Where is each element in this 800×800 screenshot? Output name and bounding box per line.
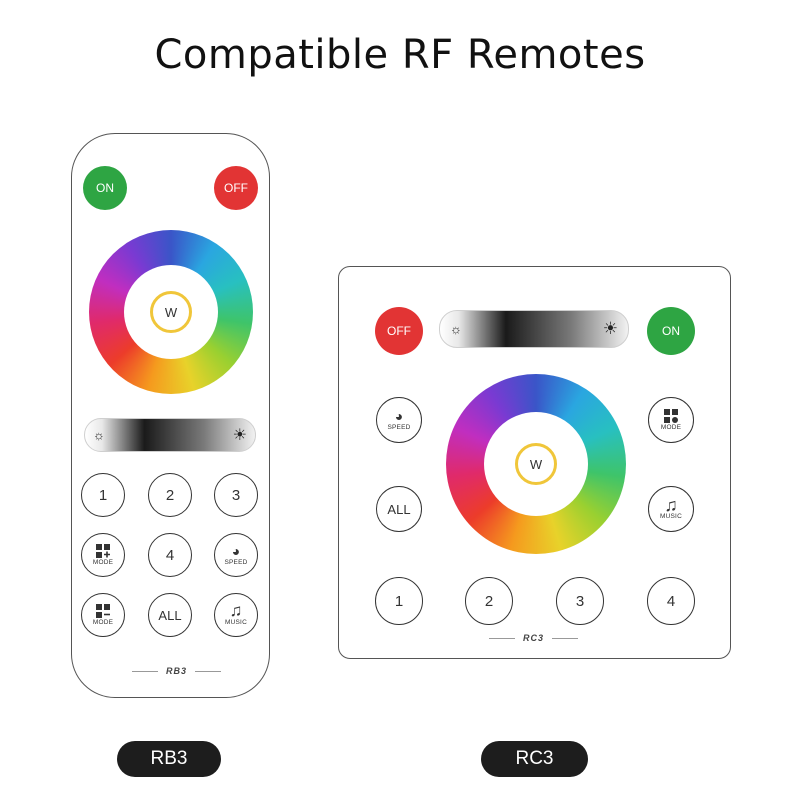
rc3-brightness-slider[interactable]: ☼ ☀: [439, 310, 629, 348]
rc3-speed-label: SPEED: [387, 424, 411, 431]
rc3-speed-button[interactable]: ◕ SPEED: [376, 397, 422, 443]
rc3-zone-1-label: 1: [394, 592, 404, 610]
rc3-mode-label: MODE: [660, 424, 682, 431]
divider-line: [552, 637, 579, 639]
sun-bright-icon: ☀: [602, 319, 618, 338]
rc3-model-mark: RC3: [489, 633, 579, 643]
divider-line: [489, 637, 515, 639]
rc3-model-text: RC3: [523, 633, 545, 643]
rc3-white-button[interactable]: W: [515, 443, 557, 485]
sun-dim-icon: ☼: [450, 321, 462, 337]
music-icon: ♫: [229, 601, 243, 620]
rb3-mode-minus-label: MODE: [92, 619, 114, 626]
rc3-zone-3-label: 3: [575, 592, 585, 610]
rb3-model-text: RB3: [166, 666, 188, 676]
rb3-all-button[interactable]: ALL: [148, 593, 192, 637]
rb3-white-label: W: [164, 304, 178, 320]
music-icon: ♫: [664, 495, 678, 515]
rc3-white-label: W: [529, 456, 543, 472]
rb3-speed-label: SPEED: [224, 559, 248, 566]
sun-dim-icon: ☼: [93, 427, 105, 443]
rb3-remote: ON OFF W ☼ ☀ 1 2 3 MODE 4 ◕ SPEED MODE A…: [71, 133, 270, 698]
rb3-mode-minus-button[interactable]: MODE: [81, 593, 125, 637]
mode-minus-icon: [96, 604, 110, 618]
rb3-speed-button[interactable]: ◕ SPEED: [214, 533, 258, 577]
rc3-zone-4-label: 4: [666, 592, 676, 610]
rc3-on-button[interactable]: ON: [647, 307, 695, 355]
speed-icon: ◕: [231, 543, 241, 559]
rb3-zone-3-label: 3: [231, 486, 241, 504]
rb3-zone-2-label: 2: [165, 486, 175, 504]
rc3-off-button[interactable]: OFF: [375, 307, 423, 355]
rc3-zone-2-label: 2: [484, 592, 494, 610]
rb3-zone-4-button[interactable]: 4: [148, 533, 192, 577]
rb3-mode-plus-label: MODE: [92, 559, 114, 566]
rb3-music-label: MUSIC: [225, 619, 247, 626]
rb3-color-wheel[interactable]: W: [89, 230, 253, 394]
rb3-zone-4-label: 4: [165, 546, 175, 564]
rb3-model-mark: RB3: [132, 666, 222, 676]
speed-icon: ◕: [394, 408, 404, 424]
divider-line: [195, 670, 222, 672]
rb3-zone-1-label: 1: [98, 486, 108, 504]
divider-line: [132, 670, 158, 672]
rc3-remote: OFF ☼ ☀ ON ◕ SPEED ALL W MODE ♫ MUSIC 1 …: [338, 266, 731, 659]
rb3-music-button[interactable]: ♫ MUSIC: [214, 593, 258, 637]
rb3-all-label: ALL: [158, 607, 182, 623]
rb3-wheel-center: W: [124, 265, 218, 359]
page-title: Compatible RF Remotes: [154, 32, 646, 78]
rb3-zone-1-button[interactable]: 1: [81, 473, 125, 517]
mode-plus-icon: [96, 544, 110, 558]
rb3-caption-label: RB3: [117, 741, 221, 777]
rb3-mode-plus-button[interactable]: MODE: [81, 533, 125, 577]
rb3-on-button[interactable]: ON: [83, 166, 127, 210]
rc3-caption-label: RC3: [481, 741, 588, 777]
rb3-zone-2-button[interactable]: 2: [148, 473, 192, 517]
rb3-zone-3-button[interactable]: 3: [214, 473, 258, 517]
rb3-brightness-slider[interactable]: ☼ ☀: [84, 418, 256, 452]
rc3-zone-1-button[interactable]: 1: [375, 577, 423, 625]
rc3-wheel-center: W: [484, 412, 588, 516]
rc3-zone-2-button[interactable]: 2: [465, 577, 513, 625]
sun-bright-icon: ☀: [232, 427, 247, 444]
rc3-all-label: ALL: [387, 501, 411, 517]
mode-icon: [664, 409, 678, 423]
rc3-mode-button[interactable]: MODE: [648, 397, 694, 443]
rb3-white-button[interactable]: W: [150, 291, 192, 333]
rc3-color-wheel[interactable]: W: [446, 374, 626, 554]
rc3-zone-4-button[interactable]: 4: [647, 577, 695, 625]
rc3-all-button[interactable]: ALL: [376, 486, 422, 532]
rb3-off-button[interactable]: OFF: [214, 166, 258, 210]
rc3-music-button[interactable]: ♫ MUSIC: [648, 486, 694, 532]
rc3-music-label: MUSIC: [660, 513, 682, 520]
rc3-zone-3-button[interactable]: 3: [556, 577, 604, 625]
